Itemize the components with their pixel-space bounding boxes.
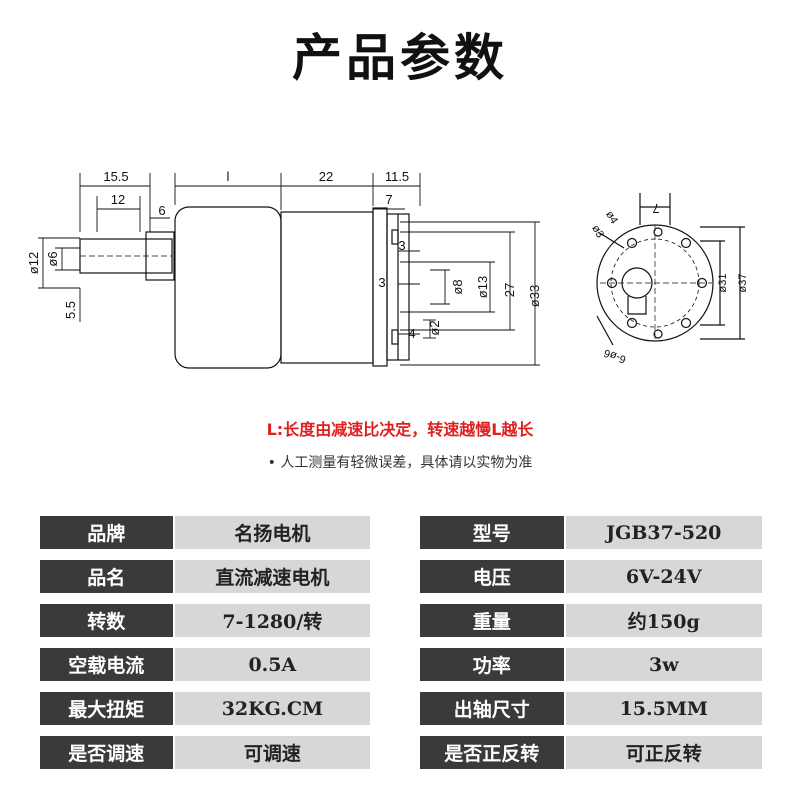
dim-fr-7: 7 <box>652 201 659 216</box>
dim-3a: 3 <box>398 238 405 253</box>
spec-label: 重量 <box>419 604 564 637</box>
dim-22: 22 <box>319 169 333 184</box>
spec-value: 名扬电机 <box>174 516 371 549</box>
spec-value: 0.5A <box>174 648 371 681</box>
spec-label: 型号 <box>419 516 564 549</box>
spec-value: 7-1280/转 <box>174 604 371 637</box>
spec-value: 约150g <box>565 604 762 637</box>
spec-table: 品牌 名扬电机 型号 JGB37-520 品名 直流减速电机 电压 6V-24V… <box>40 516 762 780</box>
end-view <box>596 193 745 346</box>
dim-15-5: 15.5 <box>103 169 128 184</box>
spec-label: 电压 <box>419 560 564 593</box>
spec-label: 转数 <box>40 604 173 637</box>
dim-7: 7 <box>385 192 392 207</box>
dim-fr-6m: 6-ø6 <box>602 346 627 365</box>
spec-label: 最大扭矩 <box>40 692 173 725</box>
spec-label: 品牌 <box>40 516 173 549</box>
dim-o6: ø6 <box>45 251 60 266</box>
page-title: 产品参数 <box>292 28 508 87</box>
spec-label: 空载电流 <box>40 648 173 681</box>
technical-drawing: 15.5 12 6 l 22 11.5 7 3 3 4 ø12 ø6 5.5 ø… <box>26 169 749 369</box>
dim-11-5: 11.5 <box>385 169 409 184</box>
spec-value: JGB37-520 <box>565 516 762 549</box>
dim-fr-o37: ø37 <box>737 274 749 293</box>
motor-body <box>280 207 410 367</box>
spec-value: 6V-24V <box>565 560 762 593</box>
spec-label: 出轴尺寸 <box>419 692 564 725</box>
dim-o33: ø33 <box>527 285 542 307</box>
dim-o8: ø8 <box>450 279 465 294</box>
output-shaft <box>79 231 175 281</box>
length-note: L:长度由减速比决定，转速越慢L越长 <box>266 420 534 439</box>
dim-fr-o4: ø4 <box>603 209 620 226</box>
spec-value: 直流减速电机 <box>174 560 371 593</box>
dim-l: l <box>227 169 230 184</box>
spec-row: 品牌 名扬电机 型号 JGB37-520 <box>40 516 762 549</box>
gearbox-body <box>174 206 282 369</box>
dim-5-5: 5.5 <box>63 301 78 319</box>
spec-value: 可调速 <box>174 736 371 769</box>
spec-value: 可正反转 <box>565 736 762 769</box>
dim-4: 4 <box>408 326 415 341</box>
spec-label: 功率 <box>419 648 564 681</box>
spec-value: 32KG.CM <box>174 692 371 725</box>
spec-label: 品名 <box>40 560 173 593</box>
dim-o13: ø13 <box>475 276 490 298</box>
dim-6: 6 <box>158 203 165 218</box>
spec-row: 空载电流 0.5A 功率 3w <box>40 648 762 681</box>
spec-row: 转数 7-1280/转 重量 约150g <box>40 604 762 637</box>
dim-o12: ø12 <box>26 252 41 274</box>
spec-row: 是否调速 可调速 是否正反转 可正反转 <box>40 736 762 769</box>
spec-row: 品名 直流减速电机 电压 6V-24V <box>40 560 762 593</box>
spec-value: 3w <box>565 648 762 681</box>
dim-12: 12 <box>111 192 125 207</box>
spec-row: 最大扭矩 32KG.CM 出轴尺寸 15.5MM <box>40 692 762 725</box>
dim-27: 27 <box>502 283 517 297</box>
dim-o2: ø2 <box>427 320 442 335</box>
spec-value: 15.5MM <box>565 692 762 725</box>
spec-label: 是否调速 <box>40 736 173 769</box>
dim-3b: 3 <box>378 275 385 290</box>
dim-fr-o31: ø31 <box>717 274 729 293</box>
measurement-note: • 人工测量有轻微误差，具体请以实物为准 <box>267 455 533 471</box>
spec-label: 是否正反转 <box>419 736 564 769</box>
dim-fr-o3: ø3 <box>589 223 606 240</box>
